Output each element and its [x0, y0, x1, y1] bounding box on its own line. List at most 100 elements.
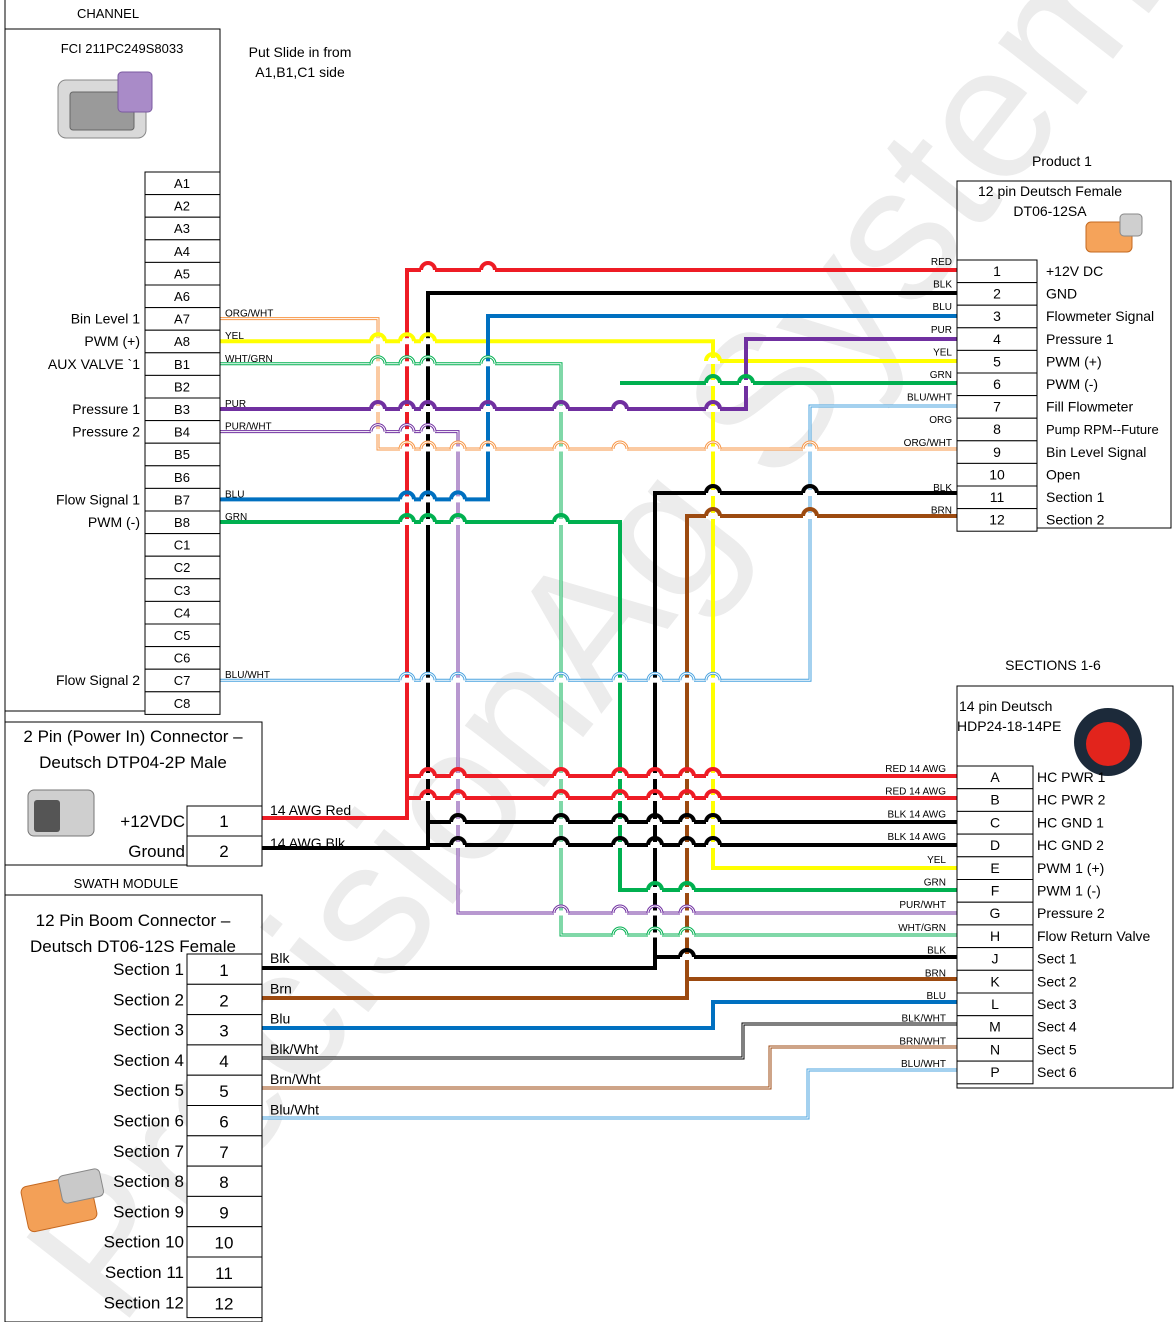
- boom-wire-label: Blk: [270, 950, 290, 966]
- product-pin-signal: +12V DC: [1046, 263, 1103, 279]
- channel-connector-name: FCI 211PC249S8033: [61, 41, 184, 56]
- sections-connector-part: HDP24-18-14PE: [957, 718, 1061, 734]
- sections-pin-letter: K: [990, 973, 1000, 989]
- channel-signal-label: PWM (-): [88, 514, 140, 530]
- channel-pin-cell: [144, 691, 221, 715]
- sections-wire-label: BLK: [927, 946, 946, 957]
- wire-crossing-hop: [398, 400, 416, 410]
- channel-wire-label: PUR: [225, 399, 246, 410]
- boom-pin-number: 2: [219, 991, 228, 1010]
- product-wire-label: ORG: [929, 415, 952, 426]
- boom-pin-cell: [186, 1105, 263, 1137]
- boom-pin-signal: Section 2: [113, 990, 184, 1009]
- wire-crossing-hop-stripe: [553, 672, 569, 681]
- wire-crossing-hop: [398, 332, 416, 342]
- sections-pin-letter: E: [990, 860, 999, 876]
- wire-crossing-hop: [704, 484, 722, 494]
- wire-crossing-hop: [419, 332, 437, 342]
- product-pin-signal: Section 1: [1046, 489, 1105, 505]
- product-pin-number: 11: [990, 489, 1005, 505]
- wire-crossing-hop-stripe: [802, 441, 818, 450]
- sections-pin-letter: L: [991, 996, 999, 1012]
- wire-crossing-hop: [704, 507, 722, 517]
- sections-pin-letter: P: [990, 1064, 999, 1080]
- wire-crossing-hop-stripe: [420, 441, 436, 450]
- sections-pin-signal: HC GND 2: [1037, 837, 1104, 853]
- wire-crossing-hop-stripe: [612, 927, 628, 936]
- sections-wire-label: GRN: [924, 878, 946, 889]
- sections-wire-label: BRN: [925, 968, 946, 979]
- channel-pin-label: C8: [174, 696, 191, 711]
- wire-crossing-hop: [704, 813, 722, 823]
- power-pin-number: 2: [219, 842, 228, 861]
- sections-pin-signal: PWM 1 (-): [1037, 883, 1101, 899]
- channel-wire-label: BLU/WHT: [225, 670, 270, 681]
- channel-signal-label: Pressure 1: [72, 401, 140, 417]
- channel-pin-label: B4: [174, 425, 190, 440]
- wire-crossing-hop-stripe: [399, 441, 415, 450]
- product-pin-signal: Fill Flowmeter: [1046, 399, 1133, 415]
- wire-blk-gnd: [262, 291, 958, 850]
- channel-pin-label: C6: [174, 651, 191, 666]
- channel-signal-label: Flow Signal 2: [56, 672, 140, 688]
- product-wire-label: BLU: [933, 302, 952, 313]
- slide-note-line2: A1,B1,C1 side: [255, 64, 345, 80]
- channel-pin-label: B6: [174, 470, 190, 485]
- boom-pin-signal: Section 10: [104, 1233, 184, 1252]
- wire-brn-sect2: [262, 514, 958, 1000]
- boom-pin-signal: Section 9: [113, 1202, 184, 1221]
- boom-pin-number: 8: [219, 1173, 228, 1192]
- wire-crossing-hop-stripe: [450, 441, 466, 450]
- sections-wire-label: BLU: [927, 991, 946, 1002]
- wire-crossing-hop-stripe: [420, 424, 436, 432]
- wire-crossing-hop: [552, 513, 570, 523]
- product-pin-signal: Bin Level Signal: [1046, 444, 1146, 460]
- channel-pin-label: A1: [174, 176, 190, 191]
- channel-wire-label: GRN: [225, 512, 247, 523]
- boom-pin-cell: [186, 1074, 263, 1106]
- wire-crossing-hop: [704, 352, 722, 362]
- channel-signal-label: Pressure 2: [72, 424, 140, 440]
- wire-crossing-hop: [552, 836, 570, 846]
- wire-crossing-hop: [646, 881, 664, 891]
- channel-connector-image: [57, 71, 153, 139]
- sections-pin-letter: H: [990, 928, 1000, 944]
- boom-pin-cell: [186, 1044, 263, 1076]
- channel-pin-label: B3: [174, 402, 190, 417]
- power-connector-face: [34, 800, 60, 832]
- wire-crossing-hop-stripe: [679, 927, 695, 936]
- wire-crossing-hop: [449, 490, 467, 500]
- boom-pin-number: 11: [215, 1264, 233, 1283]
- channel-pin-label: A8: [174, 334, 190, 349]
- wire-crossing-hop: [611, 789, 629, 799]
- product-connector-name: 12 pin Deutsch Female: [978, 183, 1122, 199]
- sections-connector-face: [1086, 722, 1130, 766]
- sections-wire-label: BLK 14 AWG: [887, 809, 946, 820]
- channel-pin-label: A6: [174, 289, 190, 304]
- wire-crossing-hop: [678, 836, 696, 846]
- sections-wire-label: BLU/WHT: [901, 1059, 946, 1070]
- wire-crossing-hop: [419, 490, 437, 500]
- boom-wire-label: Blu: [270, 1011, 290, 1027]
- wire-crossing-hop: [646, 767, 664, 777]
- wire-crossing-hop: [419, 513, 437, 523]
- wire-crossing-hop: [419, 789, 437, 799]
- sections-wire-label: WHT/GRN: [898, 923, 946, 934]
- wire-crossing-hop: [449, 836, 467, 846]
- wire-crossing-hop: [369, 400, 387, 410]
- wire-crossing-hop: [419, 261, 437, 271]
- wire-crossing-hop-stripe: [612, 441, 628, 450]
- wire-crossing-hop: [552, 789, 570, 799]
- wire-crossing-hop: [398, 513, 416, 523]
- product-pin-number: 6: [993, 376, 1001, 392]
- product-pin-signal: Pressure 1: [1046, 331, 1114, 347]
- wire-blu-wht-7-stripe: [220, 405, 958, 681]
- channel-title: CHANNEL: [77, 6, 139, 21]
- channel-signal-label: Bin Level 1: [71, 311, 140, 327]
- sections-wire-label: YEL: [927, 855, 946, 866]
- boom-pin-cell: [186, 983, 263, 1016]
- wire-crossing-hop-stripe: [480, 356, 496, 364]
- connector-slide: [117, 71, 153, 113]
- wire-brn-wht-n-stripe: [262, 1046, 958, 1089]
